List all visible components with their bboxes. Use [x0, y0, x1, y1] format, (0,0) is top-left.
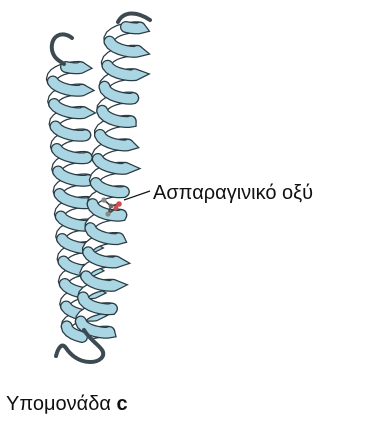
helix-left-ribbon-front — [60, 194, 90, 203]
top-right-coil — [118, 14, 150, 23]
helix-right-ribbon-front — [86, 276, 114, 286]
figure-caption: Υπομονάδα c — [6, 393, 128, 416]
caption-suffix: c — [116, 393, 127, 415]
top-left-coil — [52, 34, 72, 64]
helix-left-ribbon-front — [57, 149, 87, 158]
helix-right-ribbon-front — [126, 27, 140, 28]
helix-left-ribbon-front — [58, 172, 88, 181]
alpha-helix-right — [81, 27, 141, 333]
helix-left-ribbon-front — [66, 67, 81, 68]
caption-prefix: Υπομονάδα — [6, 393, 111, 415]
helix-right-ribbon-front — [96, 183, 124, 192]
helix-left-ribbon-front — [54, 104, 84, 113]
helix-left-ribbon-front — [56, 127, 86, 136]
helix-left-ribbon-front — [53, 82, 83, 91]
callout-label: Ασπαραγινικό οξύ — [153, 182, 313, 204]
